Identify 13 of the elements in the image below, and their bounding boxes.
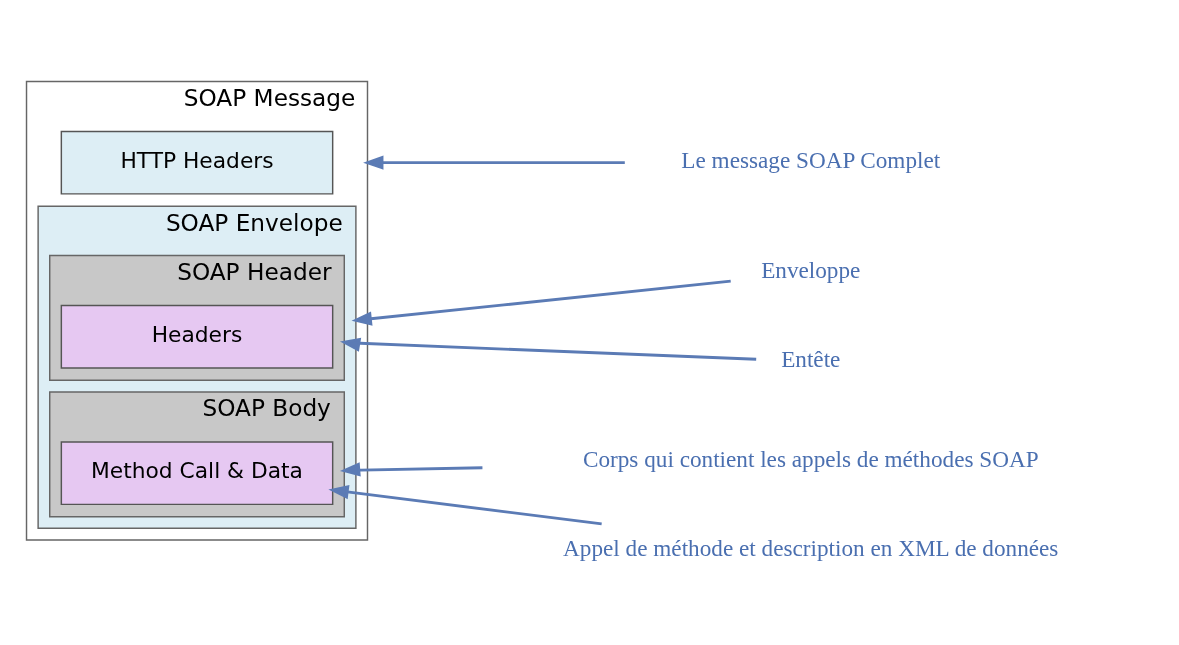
- node-text: Enveloppe: [761, 256, 861, 283]
- node-box: HTTP Headers: [60, 130, 334, 195]
- arrow: [328, 484, 602, 525]
- arrow: [339, 461, 483, 476]
- node-text: Corps qui contient les appels de méthodes SOAP: [582, 445, 1039, 472]
- node-box: Headers: [60, 304, 334, 369]
- node-text: Entête: [781, 345, 841, 372]
- arrow: [363, 155, 625, 170]
- node-box: Method Call & Data: [60, 440, 334, 505]
- arrow: [351, 279, 731, 326]
- node-text: Appel de méthode et description en XML de données: [563, 534, 1059, 561]
- node-text: Le message SOAP Complet: [681, 146, 941, 173]
- arrow: [339, 337, 757, 361]
